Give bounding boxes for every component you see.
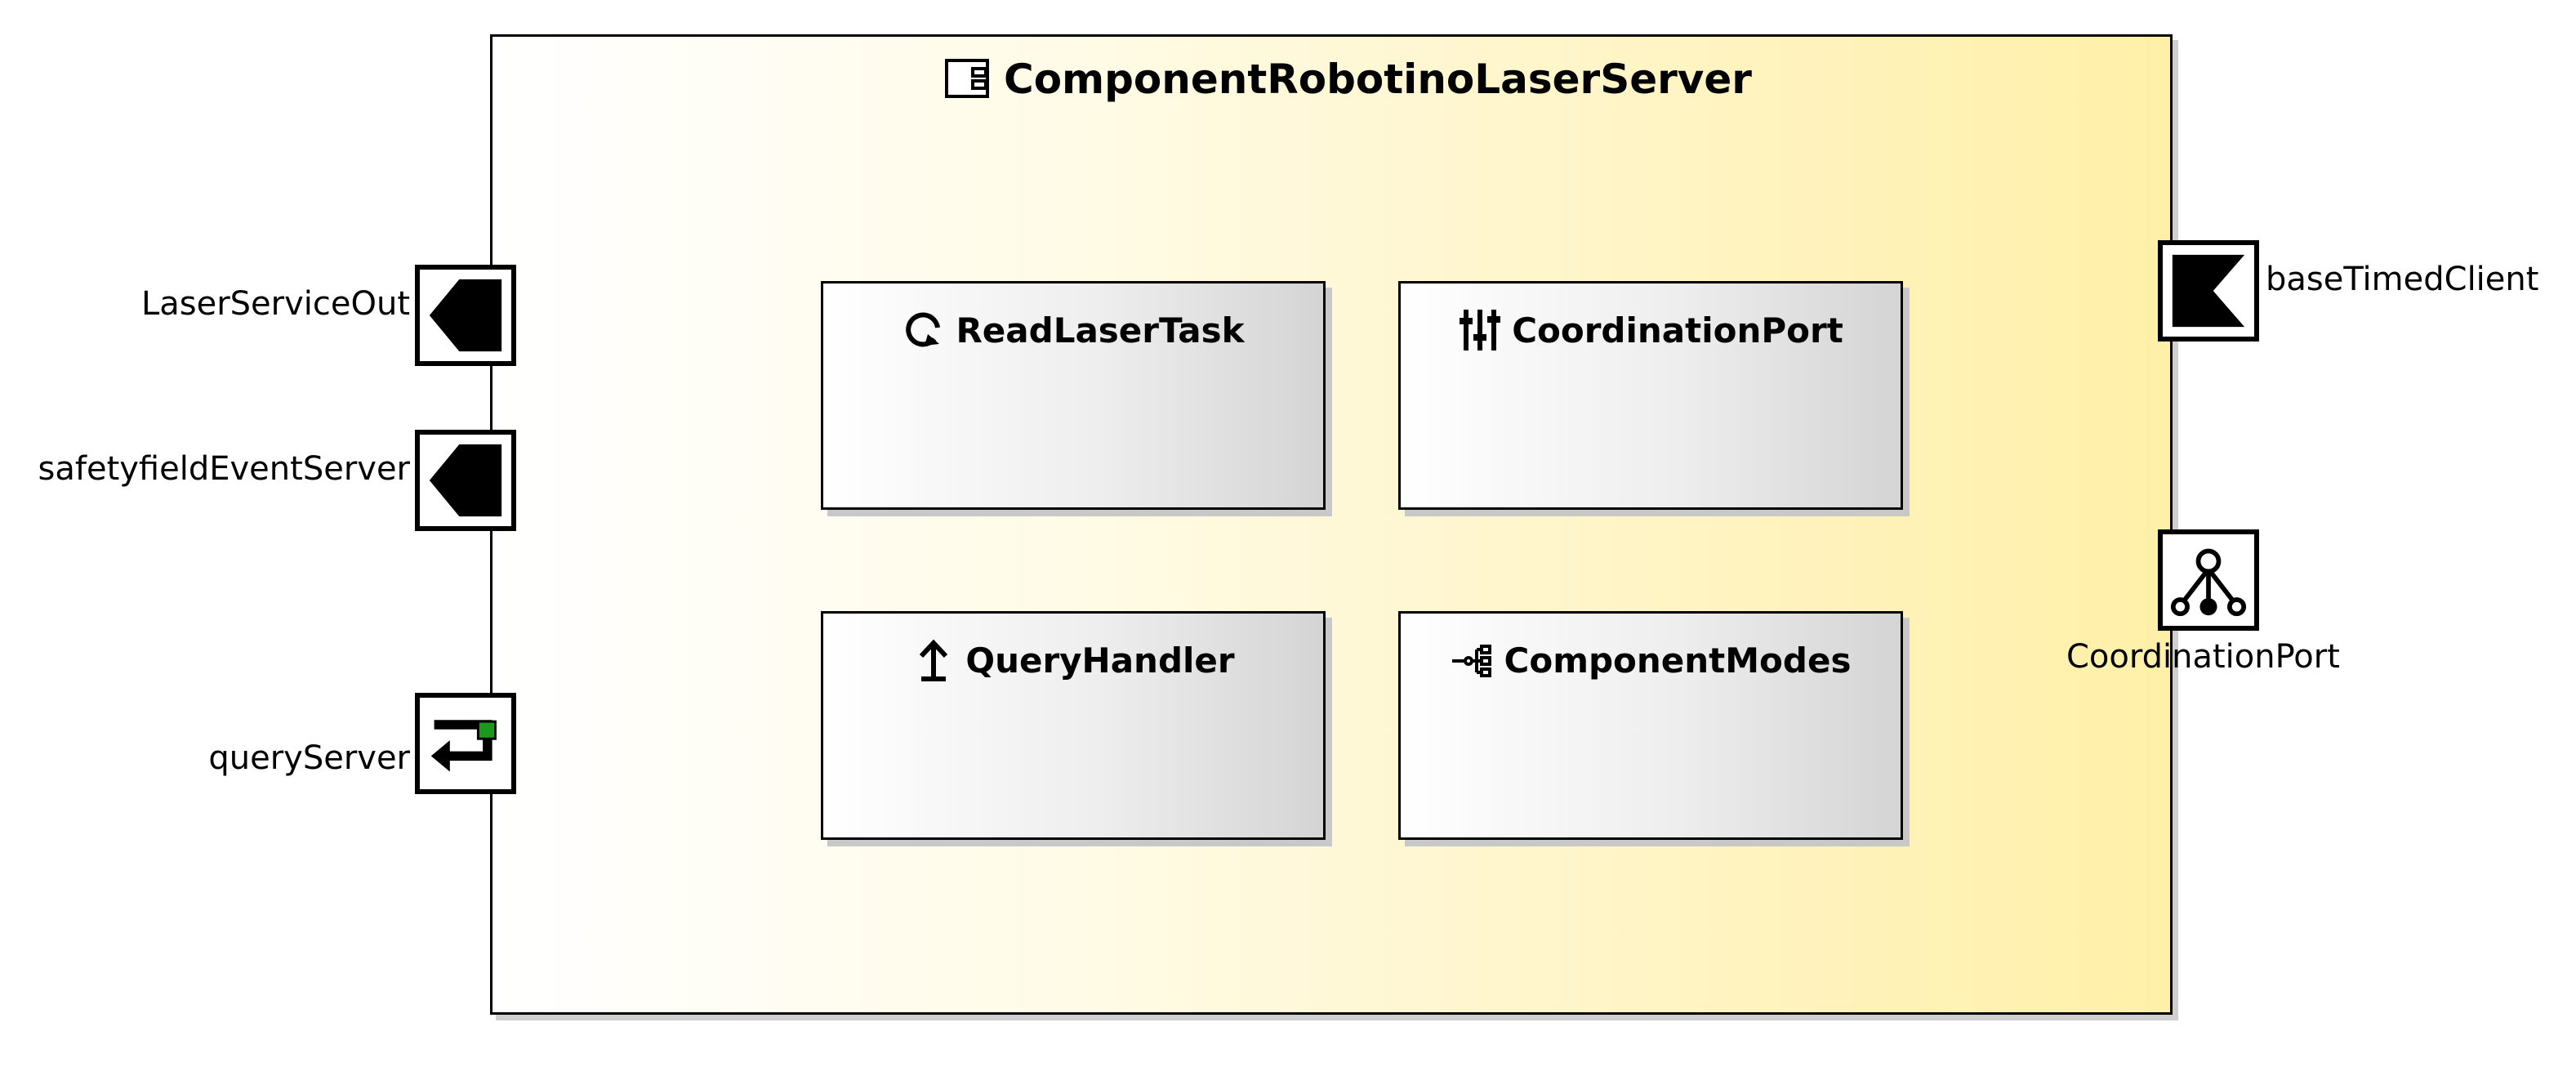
block-header: ReadLaserTask [823, 301, 1323, 359]
block-title: ReadLaserTask [956, 310, 1245, 350]
output-port-icon [429, 444, 502, 517]
port-label-laser-service-out: LaserServiceOut [140, 285, 410, 323]
block-title: CoordinationPort [1512, 310, 1843, 350]
parameter-sliders-icon [1460, 310, 1501, 350]
task-cycle-icon [906, 312, 941, 347]
component-container[interactable] [490, 34, 2173, 1015]
query-handler-icon [920, 639, 948, 681]
block-header: CoordinationPort [1401, 301, 1901, 359]
modes-tree-icon [1451, 645, 1491, 677]
port-label-query-server: queryServer [208, 739, 410, 777]
port-label-base-timed-client: baseTimedClient [2266, 261, 2539, 298]
input-port-icon [2172, 254, 2245, 328]
block-coordination-port[interactable]: CoordinationPort [1398, 281, 1903, 510]
port-query-server[interactable] [415, 693, 516, 794]
block-header: ComponentModes [1401, 632, 1901, 689]
port-laser-service-out[interactable] [415, 265, 516, 366]
block-title: ComponentModes [1504, 640, 1852, 681]
component-icon [945, 59, 989, 98]
block-title: QueryHandler [965, 640, 1235, 681]
port-safetyfield-event-server[interactable] [415, 430, 516, 531]
block-read-laser-task[interactable]: ReadLaserTask [821, 281, 1326, 510]
port-label-coordination-port: CoordinationPort [2066, 638, 2340, 676]
output-port-icon [429, 279, 502, 352]
query-server-port-icon [430, 720, 497, 772]
component-title-text: ComponentRobotinoLaserServer [1004, 56, 1752, 103]
block-query-handler[interactable]: QueryHandler [821, 611, 1326, 840]
port-base-timed-client[interactable] [2158, 240, 2259, 342]
port-label-safetyfield-event-server: safetyfieldEventServer [38, 450, 410, 488]
coordination-port-icon [2170, 548, 2247, 617]
block-component-modes[interactable]: ComponentModes [1398, 611, 1903, 840]
port-coordination-port[interactable] [2158, 529, 2259, 631]
block-header: QueryHandler [823, 632, 1323, 689]
component-title: ComponentRobotinoLaserServer [943, 51, 1752, 108]
